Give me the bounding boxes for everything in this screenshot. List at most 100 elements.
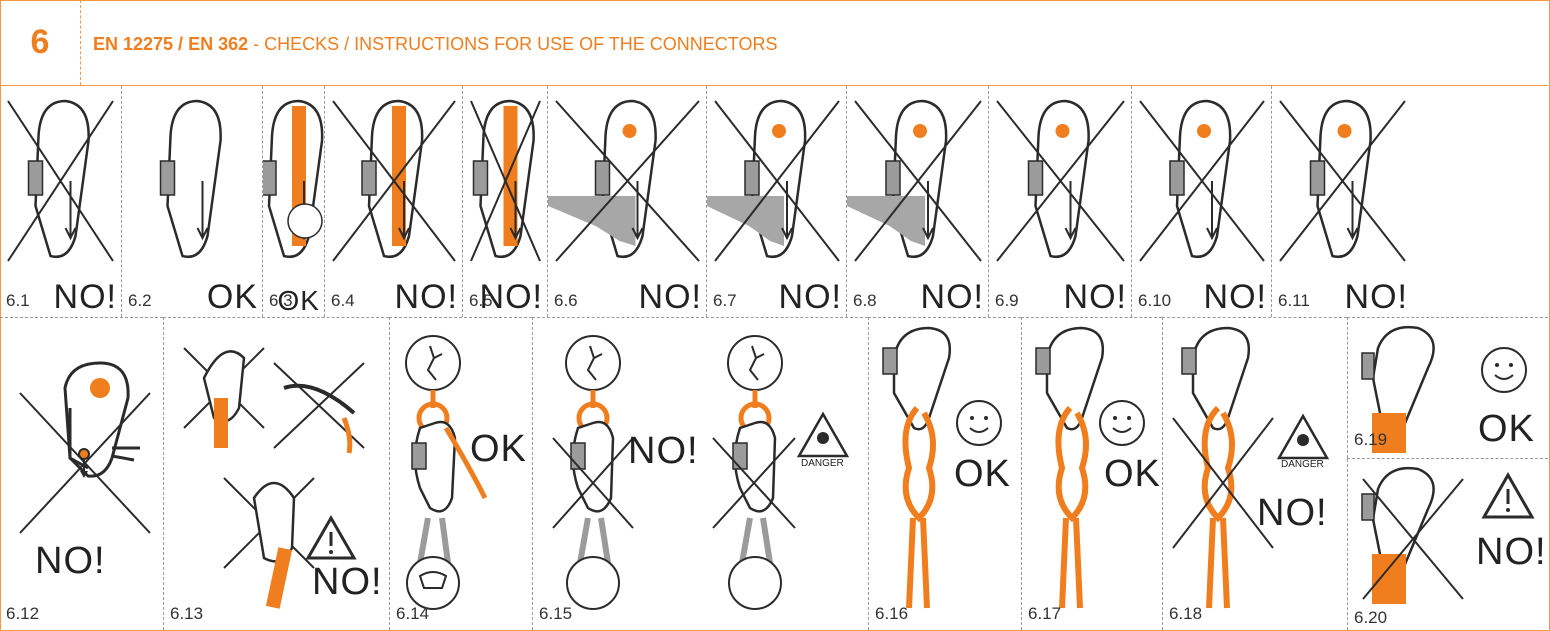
figure-caption: 6.5 [469, 291, 493, 310]
arrow-icon [509, 181, 522, 241]
verdict-label: NO! [778, 278, 842, 316]
verdict-label: OK [206, 278, 258, 316]
panel-6-17: OK 6.17 [1021, 317, 1162, 630]
verdict-label: OK [470, 428, 527, 470]
cross-icon [1139, 100, 1265, 262]
standards-label: EN 12275 / EN 362 [93, 34, 249, 54]
verdict-label: OK [1478, 408, 1535, 450]
verdict-label: NO! [1257, 492, 1328, 534]
figure-caption: 6.15 [539, 604, 573, 623]
panel-6-11: 6.11 NO! [1271, 86, 1412, 317]
figure-eight-knot-icon [902, 405, 936, 609]
panel-6-14: OK 6.14 [389, 317, 532, 630]
figure-caption: 6.12 [6, 604, 40, 623]
climber-icon [552, 335, 796, 610]
carabiner-icon [996, 99, 1125, 262]
carabiner-icon [1181, 326, 1251, 431]
figure-caption: 6.10 [1138, 291, 1172, 310]
verdict-label: NO! [394, 278, 458, 316]
panel-6-1: 6.1 NO! [0, 86, 121, 317]
panel-6-16: OK 6.16 [868, 317, 1021, 630]
figure-caption: 6.9 [995, 291, 1019, 310]
verdict-label: OK [954, 453, 1011, 495]
smiley-icon [287, 203, 323, 239]
panel-6-4: 6.4 NO! [324, 86, 462, 317]
figure-caption: 6.7 [713, 291, 737, 310]
panel-6-13: NO! 6.13 [163, 317, 389, 630]
climber-icon [405, 335, 488, 610]
arrow-icon [922, 181, 934, 241]
figure-caption: 6.2 [128, 291, 152, 310]
arrow-icon [781, 181, 793, 241]
panel-6-19: OK 6.19 [1347, 317, 1548, 458]
carabiner-icon [470, 99, 541, 262]
verdict-label: NO! [628, 430, 699, 472]
verdict-label: NO! [312, 561, 383, 603]
cross-icon [854, 100, 982, 262]
title-text: - CHECKS / INSTRUCTIONS FOR USE OF THE C… [248, 34, 778, 54]
smiley-icon [956, 400, 1002, 446]
figure-caption: 6.11 [1278, 291, 1310, 310]
carabiner-icon [847, 99, 982, 262]
cross-icon [1172, 417, 1274, 549]
panel-6-15: DANGER NO! 6.15 [532, 317, 868, 630]
section-number: 6 [0, 0, 81, 85]
cross-icon [1279, 100, 1406, 262]
verdict-label: OK [1104, 453, 1161, 495]
cross-icon [19, 392, 151, 534]
arrow-icon [196, 181, 209, 241]
danger-skull-icon [1276, 413, 1330, 460]
carabiner-icon [1361, 325, 1435, 453]
figure-caption: 6.4 [331, 291, 355, 310]
panel-divider [1347, 458, 1548, 459]
figure-caption: 6.18 [1169, 604, 1203, 623]
verdict-label: NO! [53, 278, 117, 316]
figure-caption: 6.13 [170, 604, 204, 623]
warning-triangle-icon [305, 514, 357, 560]
arrow-icon [1346, 181, 1359, 241]
verdict-label: NO! [1476, 531, 1547, 573]
carabiner-icon [63, 361, 140, 478]
figure-caption: 6.16 [875, 604, 909, 623]
cross-icon [996, 100, 1125, 262]
cross-icon [555, 100, 700, 262]
danger-label: DANGER [1281, 459, 1324, 470]
smiley-icon [1481, 347, 1527, 393]
carabiner-icon [183, 347, 365, 609]
verdict-label: NO! [479, 278, 543, 316]
danger-skull-icon [796, 411, 850, 458]
carabiner-icon [548, 99, 700, 262]
figure-caption: 6.17 [1028, 604, 1062, 623]
figure-eight-knot-icon [1201, 405, 1235, 609]
cross-icon [714, 100, 840, 262]
section-header: 6 EN 12275 / EN 362 - CHECKS / INSTRUCTI… [0, 0, 1548, 86]
panel-6-2: 6.2 OK [121, 86, 262, 317]
verdict-label: NO! [1344, 278, 1408, 316]
carabiner-icon [1279, 99, 1406, 262]
figure-caption: 6.1 [6, 291, 30, 310]
warning-triangle-icon [1481, 471, 1535, 519]
verdict-label: NO! [1203, 278, 1267, 316]
carabiner-icon [159, 99, 222, 259]
figure-eight-knot-icon [1055, 405, 1089, 609]
cross-icon [332, 100, 456, 262]
carabiner-icon [1139, 99, 1265, 262]
figure-caption: 6.3 [269, 291, 293, 310]
panel-6-12: NO! 6.12 [0, 317, 163, 630]
verdict-label: NO! [638, 278, 702, 316]
cross-icon [7, 100, 114, 262]
figure-caption: 6.19 [1354, 430, 1388, 449]
carabiner-icon [1361, 466, 1464, 604]
carabiner-icon [882, 326, 952, 431]
arrow-icon [398, 181, 410, 241]
carabiner-icon [1035, 326, 1105, 431]
verdict-label: NO! [920, 278, 984, 316]
cross-icon [470, 100, 541, 262]
panel-6-18: DANGER NO! 6.18 [1162, 317, 1347, 630]
danger-label: DANGER [801, 458, 844, 469]
